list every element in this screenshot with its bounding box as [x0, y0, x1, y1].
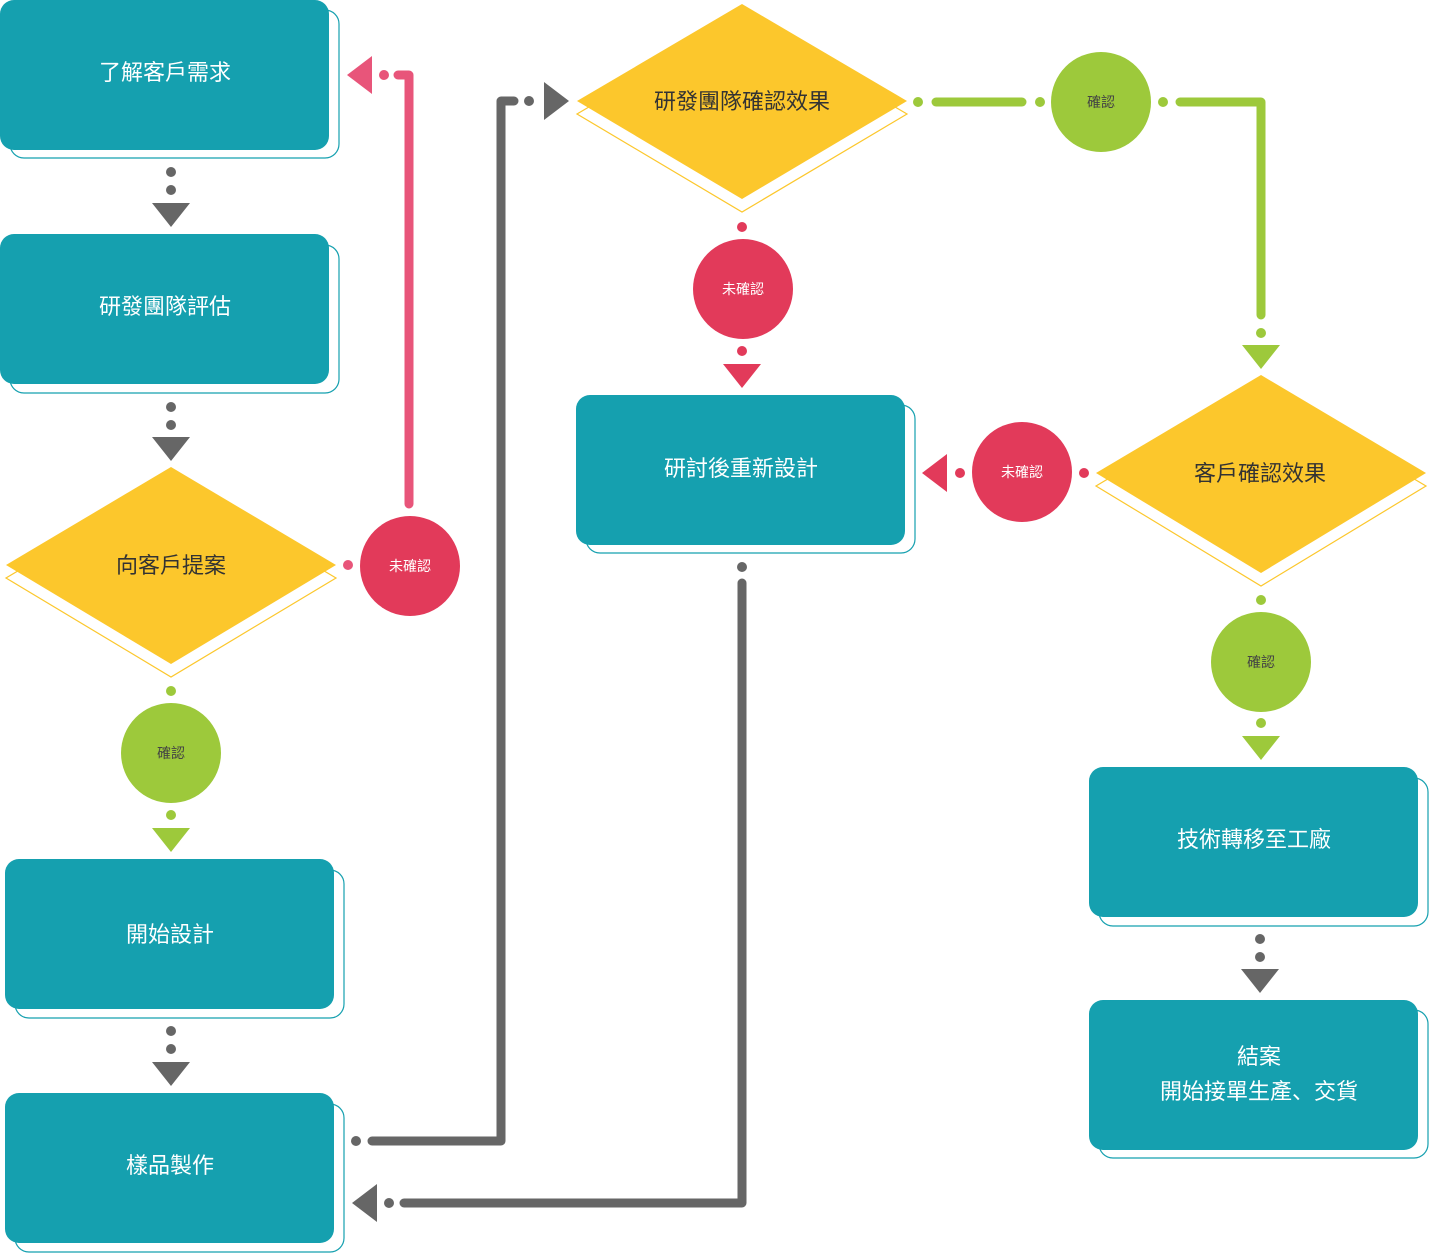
- connector-client-confirmed: [1242, 595, 1280, 760]
- node-sample-making-label: 樣品製作: [126, 1154, 214, 1179]
- decision-rd-confirm-label: 研發團隊確認效果: [654, 90, 830, 115]
- badge-client-rejected: 未確認: [972, 422, 1072, 522]
- node-understand-needs: 了解客戶需求: [0, 0, 340, 159]
- badge-rd-rejected-label: 未確認: [722, 282, 764, 298]
- decision-client-confirm: 客戶確認效果: [1094, 375, 1428, 587]
- badge-propose-rejected: 未確認: [360, 516, 460, 616]
- arrow-propose-confirmed: [152, 686, 190, 852]
- badge-propose-confirmed: 確認: [121, 703, 221, 803]
- connector-propose-rejected: [343, 56, 414, 570]
- arrow-needs-to-evaluate: [152, 167, 190, 227]
- arrow-design-to-sample: [152, 1026, 190, 1086]
- badge-propose-rejected-label: 未確認: [389, 559, 431, 575]
- connector-rd-rejected: [723, 222, 761, 388]
- arrow-evaluate-to-propose: [152, 402, 190, 461]
- decision-client-confirm-label: 客戶確認效果: [1194, 462, 1326, 487]
- node-tech-transfer-label: 技術轉移至工廠: [1177, 828, 1331, 853]
- node-rd-evaluate-label: 研發團隊評估: [99, 295, 231, 320]
- badge-rd-confirmed: 確認: [1051, 52, 1151, 152]
- node-close-label-1: 結案: [1237, 1045, 1281, 1070]
- connector-redesign-to-sample: [352, 562, 747, 1222]
- node-close: 結案 開始接單生產、交貨: [1089, 1000, 1429, 1159]
- badge-client-confirmed: 確認: [1211, 612, 1311, 712]
- connector-rd-confirmed: [913, 97, 1280, 369]
- node-start-design-label: 開始設計: [126, 923, 214, 948]
- badge-client-rejected-label: 未確認: [1001, 465, 1043, 481]
- node-redesign: 研討後重新設計: [576, 395, 916, 554]
- badge-propose-confirmed-label: 確認: [157, 746, 185, 762]
- badge-client-confirmed-label: 確認: [1247, 655, 1275, 671]
- node-understand-needs-label: 了解客戶需求: [99, 61, 231, 86]
- node-rd-evaluate: 研發團隊評估: [0, 234, 340, 394]
- arrow-transfer-to-close: [1241, 934, 1279, 993]
- node-tech-transfer: 技術轉移至工廠: [1089, 767, 1429, 927]
- node-close-label-2: 開始接單生產、交貨: [1160, 1080, 1358, 1105]
- badge-rd-rejected: 未確認: [693, 239, 793, 339]
- node-redesign-label: 研討後重新設計: [664, 457, 818, 482]
- connector-sample-to-rd-confirm: [351, 82, 569, 1146]
- badge-rd-confirmed-label: 確認: [1087, 95, 1115, 111]
- node-sample-making: 樣品製作: [5, 1093, 345, 1253]
- node-start-design: 開始設計: [5, 859, 345, 1019]
- decision-propose-label: 向客戶提案: [116, 554, 226, 579]
- connector-client-rejected: [922, 454, 1089, 492]
- decision-propose: 向客戶提案: [4, 467, 338, 678]
- decision-rd-confirm: 研發團隊確認效果: [575, 4, 909, 213]
